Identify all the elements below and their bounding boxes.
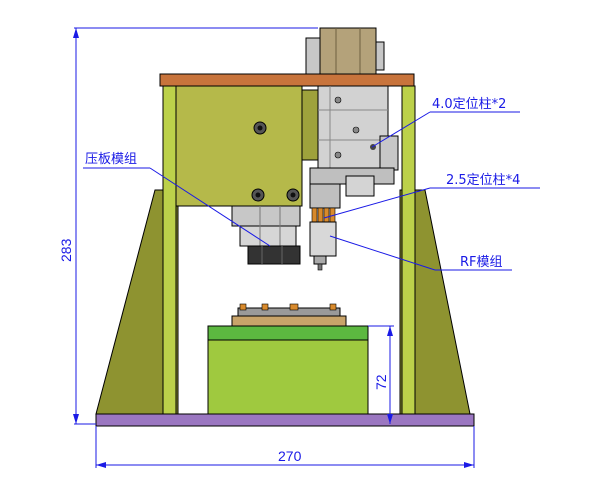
height-dimension: [73, 27, 318, 425]
rf-probe: [309, 221, 337, 257]
top-plate: [159, 73, 415, 87]
motor-housing: [319, 27, 377, 79]
pressure-plate: [247, 245, 301, 265]
height-value: 283: [58, 238, 74, 262]
box-body: [207, 339, 369, 415]
left-pillar: [162, 85, 177, 417]
width-value: 270: [278, 448, 302, 464]
rf-cylinder-body: [317, 85, 389, 171]
press-mount-block: [175, 85, 303, 207]
right-pillar: [401, 85, 416, 417]
label-pins-2-5: 2.5定位柱*4: [446, 173, 520, 188]
motor-bracket: [305, 37, 321, 75]
box-height-dimension: [368, 325, 394, 424]
label-pressure-plate: 压板模组: [85, 152, 137, 167]
leader-lines: [83, 111, 540, 271]
base-plate: [95, 413, 475, 427]
box-height-value: 72: [373, 374, 389, 390]
pcb-fixture: [231, 303, 347, 327]
box-top-lid: [207, 325, 369, 341]
label-rf-module: RF模组: [460, 255, 503, 270]
width-dimension: [95, 426, 475, 468]
label-pins-4-0: 4.0定位柱*2: [432, 97, 506, 112]
